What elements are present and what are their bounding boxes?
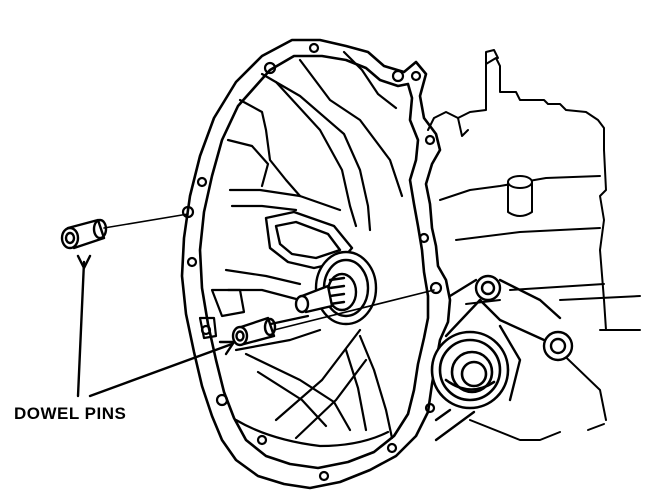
leader-lines [103,213,435,331]
input-shaft-boss [294,250,378,326]
mounting-bosses [434,274,574,442]
callout-arrows [76,254,236,398]
dowel-pins-label: DOWEL PINS [14,404,127,423]
bell-housing [180,38,452,490]
dowel-pin-installed [231,316,277,347]
housing-ribs [198,50,404,448]
dowel-pin-loose [60,218,108,250]
output-shaft-boss [430,330,510,410]
flange-bolt-holes [181,42,443,482]
